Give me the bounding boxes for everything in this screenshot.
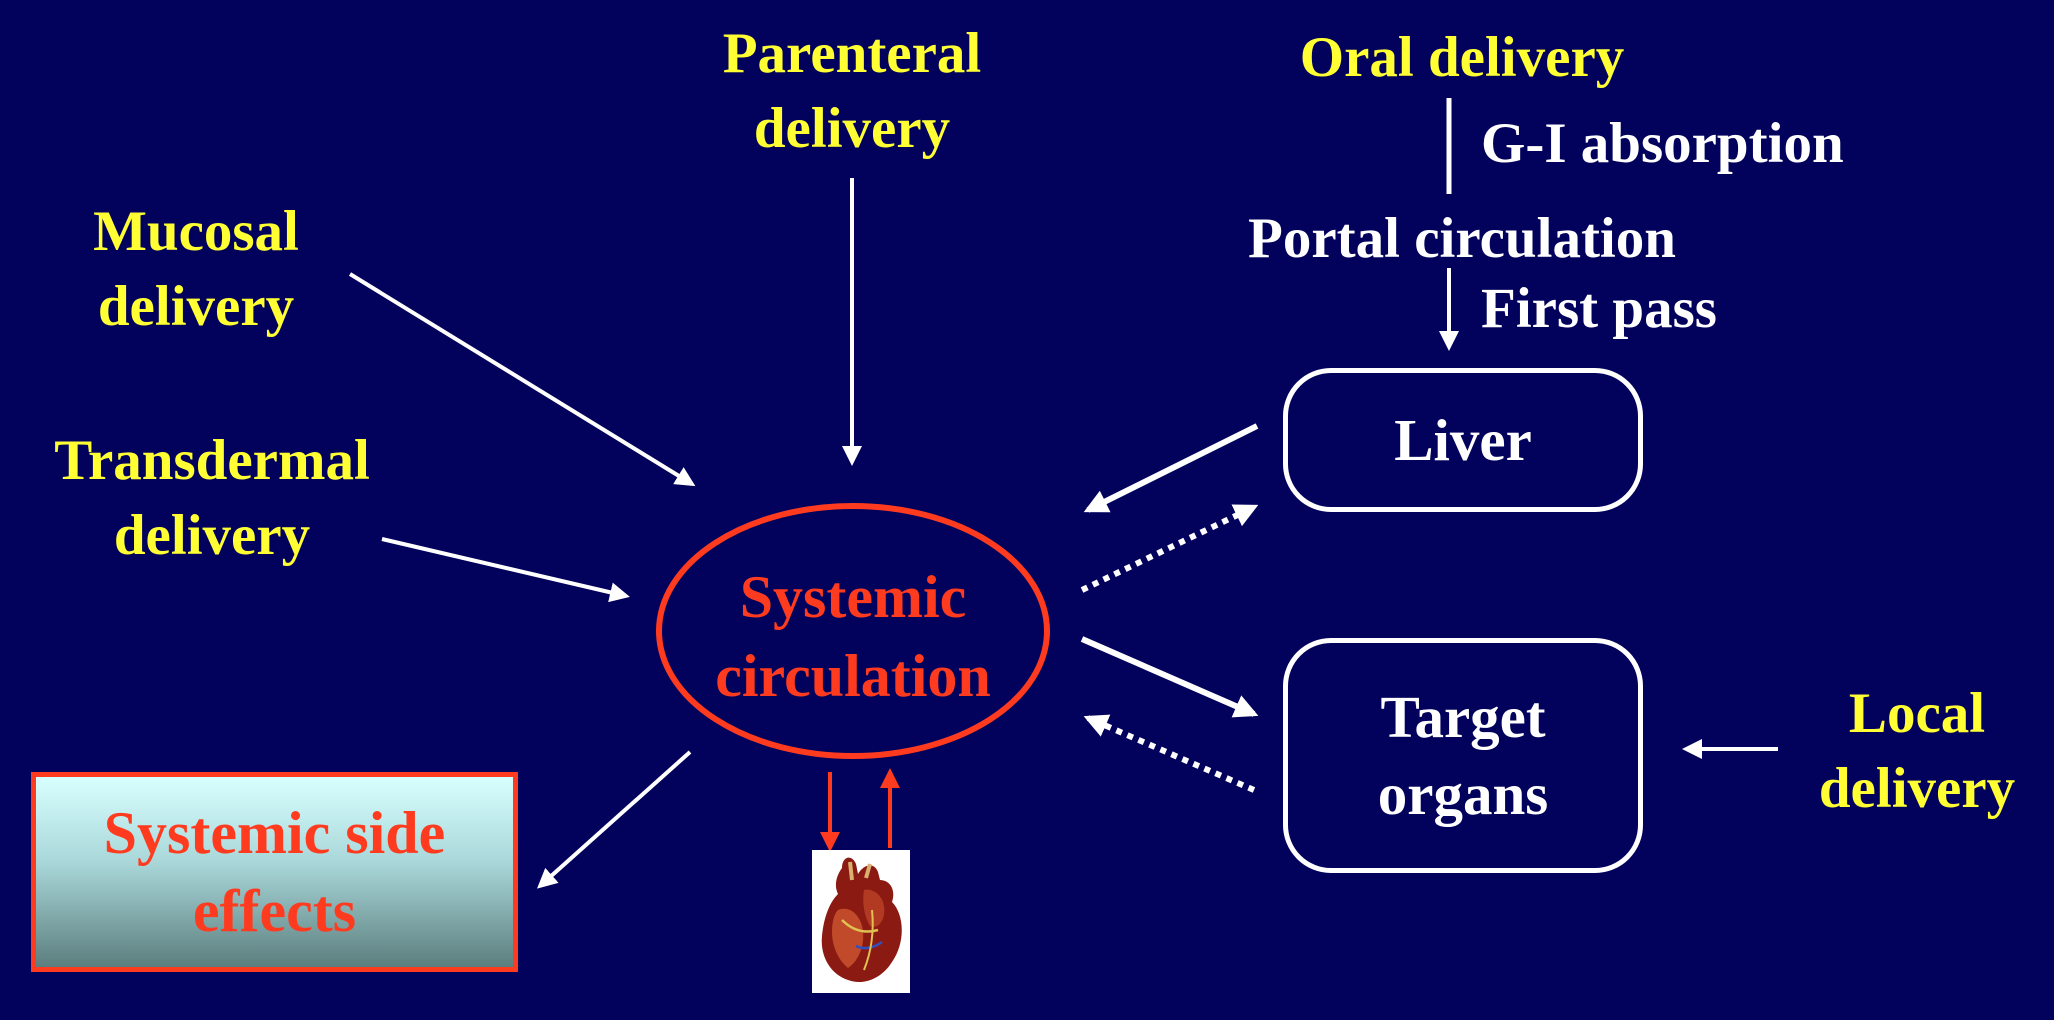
liver-box: Liver xyxy=(1283,368,1643,512)
arrow-systemic-to-side-effects xyxy=(537,750,692,889)
gi-absorption-label: G-I absorption xyxy=(1481,106,1844,181)
mucosal-delivery-label: Mucosal delivery xyxy=(46,194,346,344)
side-effects-line2: effects xyxy=(192,878,357,944)
mucosal-line1: Mucosal xyxy=(93,200,299,263)
heart-drawing xyxy=(821,857,902,982)
parenteral-delivery-label: Parenteral delivery xyxy=(652,16,1052,166)
local-delivery-label: Local delivery xyxy=(1792,676,2042,826)
systemic-line2: circulation xyxy=(715,643,991,710)
arrow-systemic-to-target xyxy=(1080,636,1259,718)
liver-label: Liver xyxy=(1394,406,1532,473)
systemic-circulation-ellipse xyxy=(656,503,1050,759)
oral-delivery-label: Oral delivery xyxy=(1222,20,1702,95)
parenteral-line2: delivery xyxy=(753,97,951,161)
arrow-liver-to-systemic xyxy=(1083,423,1259,513)
first-pass-text: First pass xyxy=(1481,277,1717,340)
heart-icon xyxy=(812,850,910,993)
gi-absorption-text: G-I absorption xyxy=(1481,112,1844,175)
local-line1: Local xyxy=(1848,682,1986,745)
transdermal-line2: delivery xyxy=(113,504,311,568)
transdermal-delivery-label: Transdermal delivery xyxy=(22,423,402,573)
target-line2: organs xyxy=(1377,760,1549,827)
systemic-line1: Systemic xyxy=(739,564,967,630)
parenteral-line1: Parenteral xyxy=(722,22,982,85)
systemic-side-effects-box: Systemic side effects xyxy=(31,772,518,972)
first-pass-label: First pass xyxy=(1481,271,1717,346)
oral-line: Oral delivery xyxy=(1299,26,1625,89)
arrow-transdermal-to-systemic xyxy=(381,537,630,603)
portal-text: Portal circulation xyxy=(1248,207,1676,270)
arrow-mucosal-to-systemic xyxy=(348,272,696,487)
arrow-target-to-systemic-dotted xyxy=(1083,714,1256,793)
systemic-circulation-label: Systemic circulation xyxy=(673,558,1033,716)
transdermal-line1: Transdermal xyxy=(54,429,370,492)
side-effects-line1: Systemic side xyxy=(103,800,446,866)
arrow-systemic-to-liver-dotted xyxy=(1080,504,1259,593)
target-line1: Target xyxy=(1380,683,1546,750)
portal-circulation-label: Portal circulation xyxy=(1182,201,1742,276)
local-line2: delivery xyxy=(1818,757,2016,821)
mucosal-line2: delivery xyxy=(97,275,295,339)
target-organs-box: Target organs xyxy=(1283,638,1643,873)
